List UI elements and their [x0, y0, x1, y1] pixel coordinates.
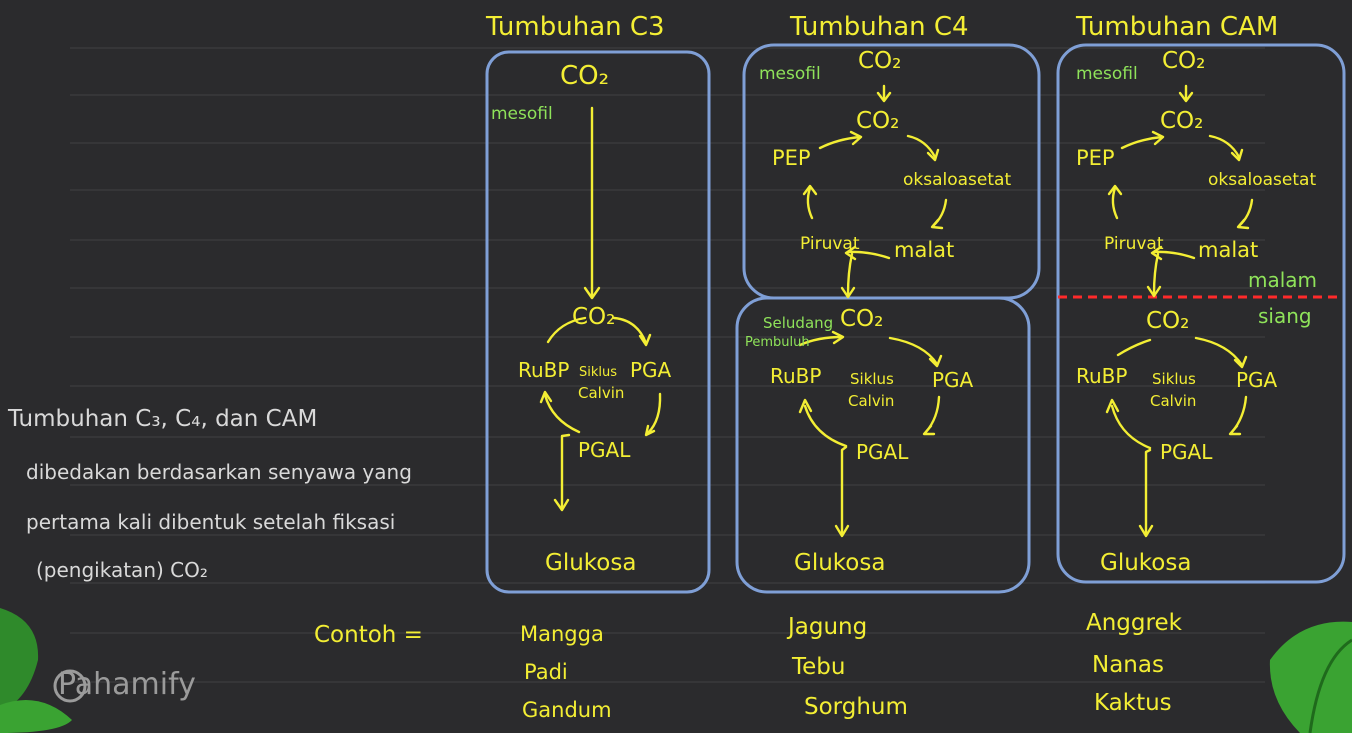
cam-box	[1056, 43, 1346, 584]
cam-arrows	[1105, 84, 1254, 538]
c4-pep: PEP	[772, 146, 811, 170]
examples-label: Contoh =	[314, 622, 423, 648]
c4-example-2: Tebu	[792, 654, 846, 680]
ruled-lines	[70, 47, 1265, 683]
note-line-3: pertama kali dibentuk setelah fiksasi	[26, 510, 396, 534]
cam-oksaloasetat: oksaloasetat	[1208, 170, 1317, 190]
c4-rubp: RuBP	[770, 364, 822, 388]
c4-glukosa: Glukosa	[794, 550, 886, 576]
pahamify-logo-icon	[53, 669, 87, 703]
cam-calvin: Calvin	[1150, 392, 1197, 410]
cam-pep: PEP	[1076, 146, 1115, 170]
c3-example-3: Gandum	[522, 698, 612, 722]
cam-example-2: Nanas	[1092, 652, 1164, 678]
note-line-1: Tumbuhan C₃, C₄, dan CAM	[8, 406, 318, 432]
c4-co2-second: CO₂	[856, 108, 900, 134]
cam-pga: PGA	[1236, 368, 1278, 392]
c3-arrows	[539, 106, 662, 512]
note-line-2: dibedakan berdasarkan senyawa yang	[26, 460, 412, 484]
c3-co2-top: CO₂	[560, 61, 610, 91]
c4-seludang-label: Seludang	[763, 314, 834, 332]
c3-pgal: PGAL	[578, 438, 631, 462]
c4-calvin: Calvin	[848, 392, 895, 410]
cam-example-1: Anggrek	[1086, 610, 1182, 636]
cam-malat: malat	[1198, 238, 1259, 262]
c4-co2-top: CO₂	[858, 48, 902, 74]
c4-example-3: Sorghum	[804, 694, 908, 720]
c3-rubp: RuBP	[518, 358, 570, 382]
c3-mesofil-label: mesofil	[491, 104, 553, 124]
c4-pga: PGA	[932, 368, 974, 392]
leaf-left-icon	[0, 608, 72, 733]
cam-siang-label: siang	[1258, 304, 1312, 328]
cam-rubp: RuBP	[1076, 364, 1128, 388]
c4-pembuluh-label: Pembuluh	[745, 335, 810, 350]
c4-example-1: Jagung	[788, 614, 868, 640]
cam-co2-top: CO₂	[1162, 48, 1206, 74]
c4-arrows	[798, 84, 948, 538]
cam-example-3: Kaktus	[1094, 690, 1172, 716]
c4-malat: malat	[894, 238, 955, 262]
leaf-right-icon	[1269, 621, 1352, 733]
brand-logo-text: Pahamify	[58, 667, 196, 702]
c4-pgal: PGAL	[856, 440, 909, 464]
c3-example-2: Padi	[524, 660, 568, 684]
c4-mesofil-label: mesofil	[759, 64, 821, 84]
cam-siklus: Siklus	[1152, 370, 1196, 388]
c3-calvin: Calvin	[578, 384, 625, 402]
c4-title: Tumbuhan C4	[790, 12, 969, 42]
c4-co2-bundle: CO₂	[840, 306, 884, 332]
cam-glukosa: Glukosa	[1100, 550, 1192, 576]
c3-co2-mid: CO₂	[572, 304, 616, 330]
cam-co2-day: CO₂	[1146, 308, 1190, 334]
c4-piruvat: Piruvat	[800, 234, 860, 254]
c3-siklus: Siklus	[579, 365, 618, 380]
c4-bundle-sheath-box	[735, 296, 1031, 594]
cam-co2-second: CO₂	[1160, 108, 1204, 134]
c3-example-1: Mangga	[520, 622, 604, 646]
c3-title: Tumbuhan C3	[486, 12, 665, 42]
note-line-4: (pengikatan) CO₂	[36, 558, 208, 582]
cam-pgal: PGAL	[1160, 440, 1213, 464]
cam-malam-label: malam	[1248, 268, 1318, 292]
c3-glukosa: Glukosa	[545, 550, 637, 576]
c4-siklus: Siklus	[850, 370, 894, 388]
c3-box	[485, 50, 711, 594]
c4-oksaloasetat: oksaloasetat	[903, 170, 1012, 190]
cam-mesofil-label: mesofil	[1076, 64, 1138, 84]
c3-pga: PGA	[630, 358, 672, 382]
cam-piruvat: Piruvat	[1104, 234, 1164, 254]
cam-title: Tumbuhan CAM	[1076, 12, 1279, 42]
